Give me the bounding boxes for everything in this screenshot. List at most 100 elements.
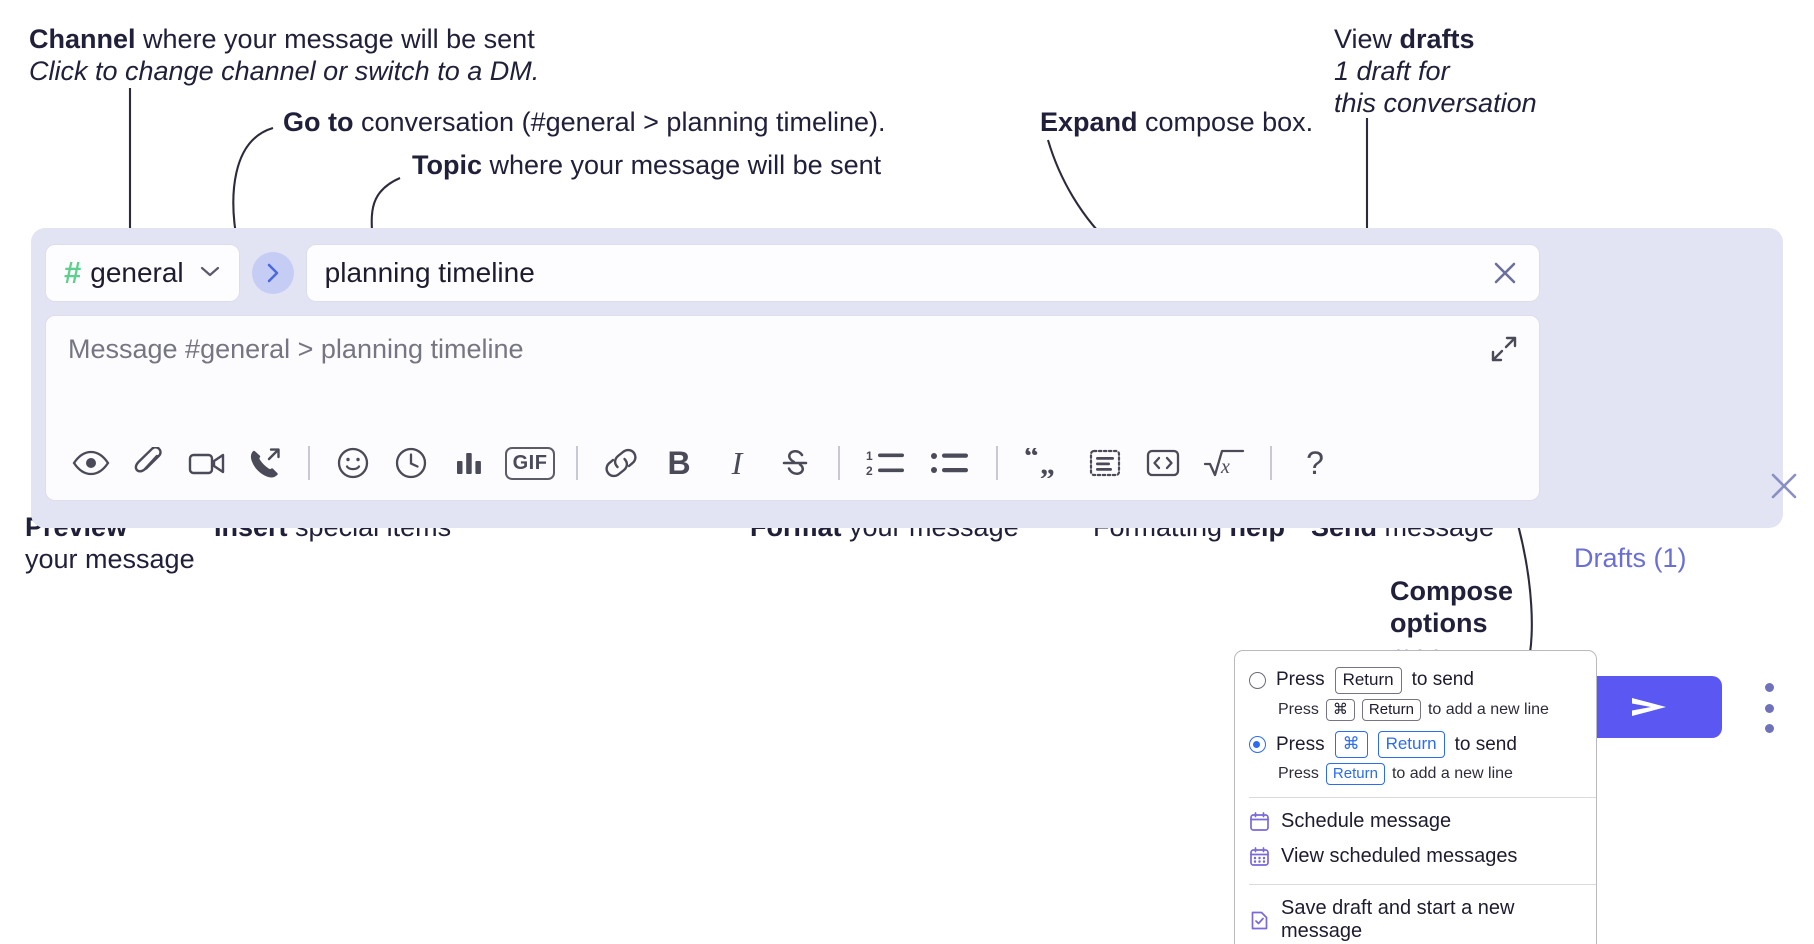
annotation-goto-bold: Go to xyxy=(283,107,354,137)
annotation-compose-options-bold-2: options xyxy=(1390,607,1488,638)
math-icon[interactable]: x xyxy=(1192,434,1256,492)
toolbar-divider xyxy=(1270,446,1272,480)
bold-label: B xyxy=(667,444,691,481)
menu-item-label: Save draft and start a new message xyxy=(1281,897,1515,943)
radio-return[interactable] xyxy=(1249,671,1266,689)
attachment-icon[interactable] xyxy=(120,434,178,492)
menu-divider xyxy=(1249,884,1596,886)
calendar-grid-icon xyxy=(1249,846,1270,867)
svg-text:x: x xyxy=(1220,456,1230,478)
menu-item-schedule-message[interactable]: Schedule message xyxy=(1235,804,1596,839)
sub-tail: to add a new line xyxy=(1391,765,1513,783)
send-button[interactable] xyxy=(1576,676,1722,738)
inline-code-icon[interactable] xyxy=(1134,434,1192,492)
sub-press: Press xyxy=(1278,701,1319,719)
strikethrough-icon[interactable] xyxy=(766,434,824,492)
preview-icon[interactable] xyxy=(62,434,120,492)
kbd-return: Return xyxy=(1361,698,1421,722)
bulleted-list-icon[interactable] xyxy=(918,434,982,492)
kbd-command: ⌘ xyxy=(1325,698,1355,722)
svg-text:“: “ xyxy=(1024,448,1039,473)
compose-options-menu: Press Return to send Press ⌘ Return to a… xyxy=(1234,650,1597,944)
help-label: ? xyxy=(1306,444,1324,481)
toolbar-divider xyxy=(996,446,998,480)
blockquote-icon[interactable]: “„ xyxy=(1012,434,1076,492)
message-placeholder: Message #general > planning timeline xyxy=(68,334,524,364)
expand-icon[interactable] xyxy=(1487,332,1523,368)
topic-input[interactable]: planning timeline xyxy=(324,257,535,288)
send-option-cmd-tail: to send xyxy=(1454,733,1517,755)
topic-input-wrapper[interactable]: planning timeline xyxy=(305,244,1540,302)
annotation-expand-bold: Expand xyxy=(1040,107,1138,137)
audio-clip-icon[interactable] xyxy=(236,434,294,492)
send-option-cmd-sub: Press Return to add a new line xyxy=(1235,758,1596,787)
calendar-icon xyxy=(1249,811,1270,832)
hash-icon: # xyxy=(64,254,82,290)
annotation-channel: Channel where your message will be sent … xyxy=(29,24,539,88)
send-option-return-tail: to send xyxy=(1411,669,1474,691)
compose-options-button[interactable] xyxy=(1754,683,1784,733)
video-clip-icon[interactable] xyxy=(178,434,236,492)
sub-tail: to add a new line xyxy=(1427,701,1549,719)
channel-name-label: general xyxy=(90,257,184,288)
svg-text:1: 1 xyxy=(866,449,873,463)
poll-icon[interactable] xyxy=(440,434,498,492)
message-input-area[interactable]: Message #general > planning timeline xyxy=(45,315,1540,501)
svg-text:2: 2 xyxy=(866,464,873,478)
annotation-compose-options-bold-1: Compose xyxy=(1390,576,1514,606)
kbd-return: Return xyxy=(1377,731,1445,759)
italic-icon[interactable]: I xyxy=(708,434,766,492)
reminder-icon[interactable] xyxy=(382,434,440,492)
kbd-command: ⌘ xyxy=(1334,731,1368,759)
link-icon[interactable] xyxy=(592,434,650,492)
send-option-return-press: Press xyxy=(1276,669,1325,691)
bold-icon[interactable]: B xyxy=(650,434,708,492)
drafts-link[interactable]: Drafts (1) xyxy=(1574,543,1687,573)
annotation-channel-italic: Click to change channel or switch to a D… xyxy=(29,55,540,86)
save-draft-icon xyxy=(1249,910,1270,931)
annotation-channel-bold: Channel xyxy=(29,24,136,54)
menu-divider xyxy=(1249,797,1596,799)
kebab-dot xyxy=(1764,683,1774,692)
svg-text:„: „ xyxy=(1040,448,1055,478)
menu-item-label: View scheduled messages xyxy=(1281,845,1518,868)
kebab-dot xyxy=(1764,703,1774,713)
send-option-cmd-return[interactable]: Press ⌘ Return to send xyxy=(1235,729,1596,759)
toolbar-divider xyxy=(838,446,840,480)
kebab-dot xyxy=(1764,724,1774,733)
annotation-topic: Topic where your message will be sent xyxy=(412,150,881,182)
formatting-help-icon[interactable]: ? xyxy=(1286,434,1344,492)
radio-cmd-return[interactable] xyxy=(1249,736,1266,754)
compose-header-row: # general planning timeline xyxy=(45,242,1540,304)
close-compose-icon[interactable] xyxy=(1766,468,1802,509)
compose-box: # general planning timeline xyxy=(31,228,1797,738)
emoji-icon[interactable] xyxy=(324,434,382,492)
kbd-return: Return xyxy=(1325,763,1385,786)
annotation-drafts-lead: View xyxy=(1334,24,1400,54)
kbd-return: Return xyxy=(1334,667,1402,694)
gif-icon[interactable]: GIF xyxy=(498,434,562,492)
close-icon[interactable] xyxy=(1485,253,1525,293)
chevron-down-icon xyxy=(199,264,221,283)
menu-item-view-scheduled[interactable]: View scheduled messages xyxy=(1235,839,1596,874)
toolbar-divider xyxy=(308,446,310,480)
annotation-drafts: View drafts 1 draft for this conversatio… xyxy=(1334,24,1537,120)
annotation-topic-rest: where your message will be sent xyxy=(482,150,882,180)
annotation-channel-rest: where your message will be sent xyxy=(135,24,535,54)
go-to-conversation-button[interactable] xyxy=(251,252,294,294)
annotation-drafts-italic-2: this conversation xyxy=(1334,87,1537,118)
annotation-drafts-italic-1: 1 draft for xyxy=(1334,55,1450,86)
annotation-preview-rest: your message xyxy=(25,543,195,574)
annotation-drafts-bold: drafts xyxy=(1399,24,1475,54)
menu-item-save-draft[interactable]: Save draft and start a new message xyxy=(1235,891,1596,944)
send-option-cmd-press: Press xyxy=(1276,733,1325,755)
send-option-return-sub: Press ⌘ Return to add a new line xyxy=(1235,694,1596,723)
send-option-return[interactable]: Press Return to send xyxy=(1235,665,1596,694)
code-block-icon[interactable] xyxy=(1076,434,1134,492)
channel-selector[interactable]: # general xyxy=(45,244,240,302)
gif-label: GIF xyxy=(504,446,556,480)
annotation-expand: Expand compose box. xyxy=(1040,107,1313,139)
